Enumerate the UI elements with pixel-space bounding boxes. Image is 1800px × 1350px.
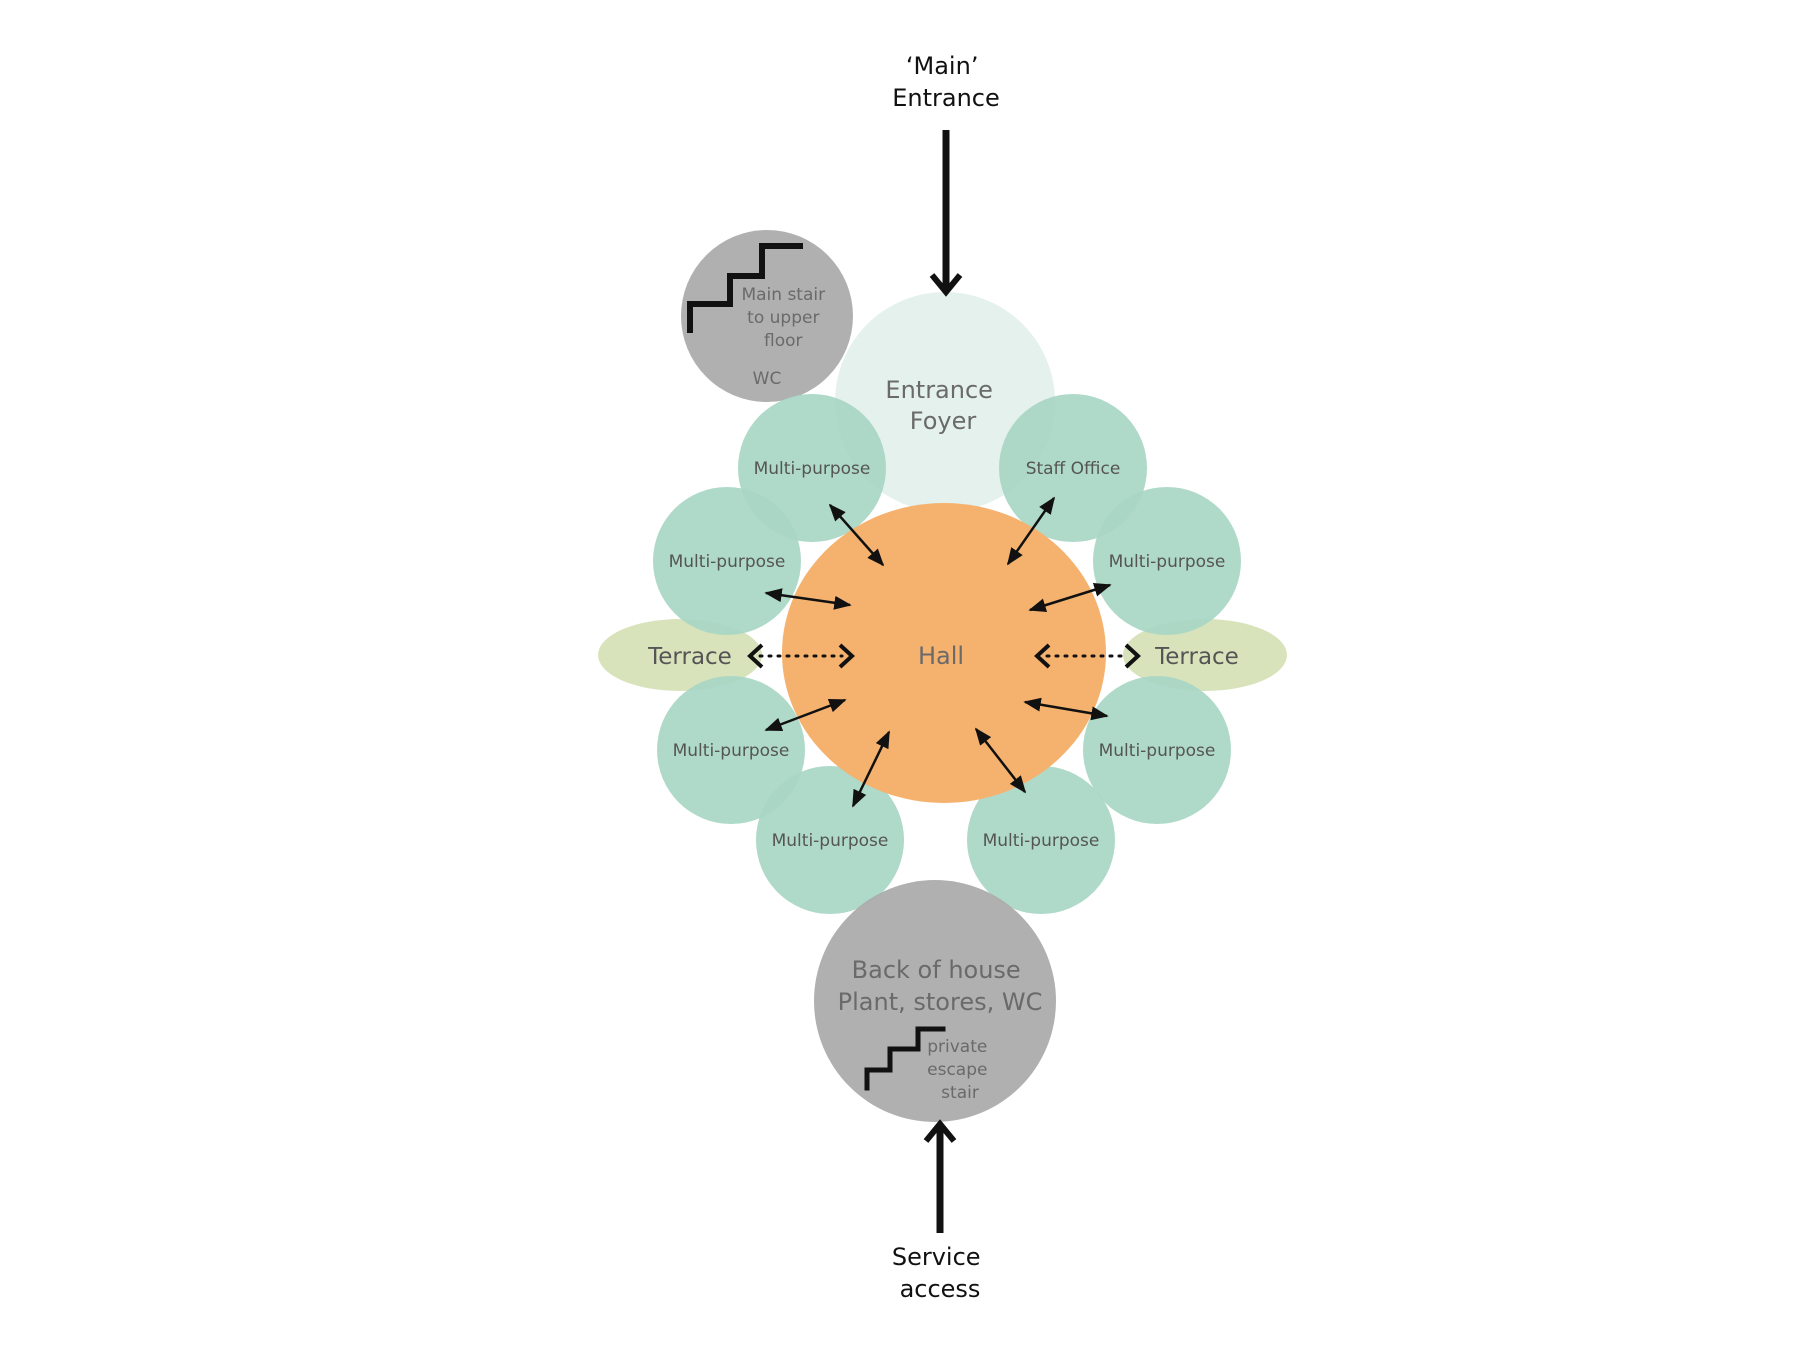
stair-wc-line4: WC (753, 369, 782, 389)
main-entrance-label: ‘Main’ Entrance (892, 52, 1000, 112)
hall-label: Hall (918, 642, 964, 670)
stair-icon (687, 243, 803, 333)
back-of-house-line2: Plant, stores, WC (838, 988, 1043, 1016)
multi-purpose-label: Multi-purpose (754, 459, 871, 479)
main-entrance-arrowhead (929, 273, 963, 297)
stair-wc-line3: floor (764, 331, 803, 351)
terrace-left-ellipse (598, 619, 762, 691)
connection-arrow-staff-office (1006, 496, 1056, 566)
back-of-house-label: Back of house Plant, stores, WC (838, 956, 1043, 1016)
connection-arrow-right-1 (1028, 583, 1112, 612)
room-circle-right-2 (1083, 676, 1231, 824)
hall-right-arrowhead (1034, 643, 1051, 669)
stair-wc-line1: Main stair (741, 285, 825, 305)
foyer-label-line1: Entrance (885, 376, 993, 404)
private-stair-line3: stair (941, 1083, 979, 1103)
private-stair-label: private escape stair (927, 1037, 993, 1103)
service-access-line1: Service (892, 1243, 981, 1271)
service-access-line2: access (900, 1275, 981, 1303)
hall-left-arrowhead (838, 643, 855, 669)
stair-wc-circle (681, 230, 853, 402)
terrace-left-label: Terrace (647, 644, 732, 670)
private-stair-line2: escape (927, 1060, 987, 1080)
back-of-house-circle (814, 880, 1056, 1122)
foyer-label: Entrance Foyer (885, 376, 1000, 435)
terrace-left-arrowhead (747, 643, 764, 669)
main-entrance-line1: ‘Main’ (906, 52, 979, 80)
room-circle-bottom-right (967, 766, 1115, 914)
room-circle-left-1 (653, 487, 801, 635)
connection-arrow-upper-left (828, 503, 885, 567)
private-stair-line1: private (927, 1037, 987, 1057)
main-entrance-line2: Entrance (892, 84, 1000, 112)
multi-purpose-label: Multi-purpose (1099, 741, 1216, 761)
stair-icon (864, 1026, 946, 1091)
multi-purpose-label: Multi-purpose (1109, 552, 1226, 572)
service-access-arrowhead (923, 1119, 957, 1143)
connection-arrow-bottom-right (974, 727, 1027, 794)
connection-arrow-left-1 (764, 588, 852, 610)
room-circle-right-1 (1093, 487, 1241, 635)
connection-arrow-right-2 (1023, 697, 1109, 721)
back-of-house-line1: Back of house (852, 956, 1021, 984)
stair-wc-line2: to upper (747, 308, 819, 328)
connection-arrow-left-2 (764, 698, 847, 732)
foyer-label-line2: Foyer (910, 407, 977, 435)
connection-arrow-bottom-left (851, 730, 891, 808)
terrace-right-label: Terrace (1154, 644, 1239, 670)
service-access-label: Service access (892, 1243, 988, 1303)
multi-purpose-label: Multi-purpose (673, 741, 790, 761)
staff-office-label: Staff Office (1026, 459, 1121, 479)
stair-wc-label: Main stair to upper floor WC (741, 285, 830, 389)
terrace-right-arrowhead (1124, 643, 1141, 669)
multi-purpose-label: Multi-purpose (983, 831, 1100, 851)
multi-purpose-label: Multi-purpose (669, 552, 786, 572)
multi-purpose-label: Multi-purpose (772, 831, 889, 851)
terrace-right-ellipse (1123, 619, 1287, 691)
